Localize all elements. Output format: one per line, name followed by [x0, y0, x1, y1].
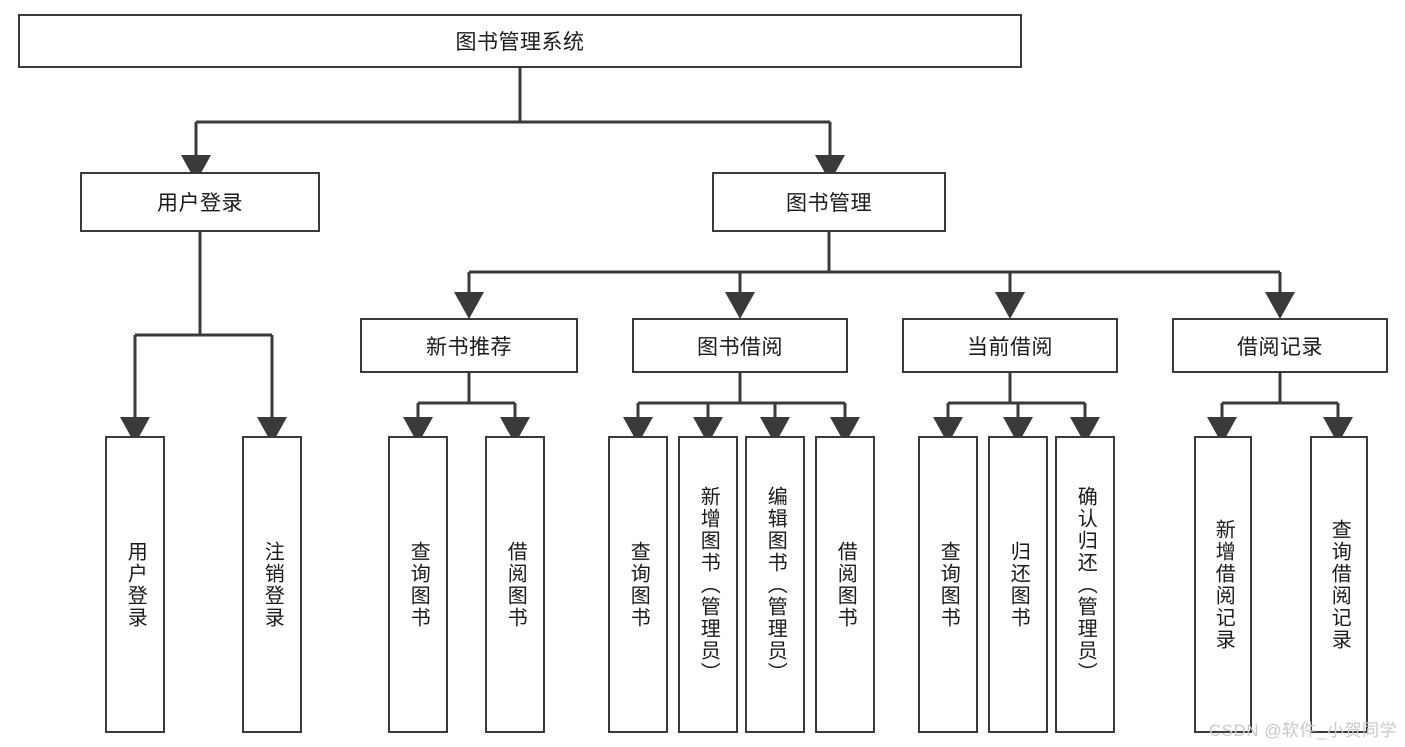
leaf-book-borrow-edit[interactable]: 编辑图书（管理员）: [745, 436, 805, 733]
leaf-label: 查询图书: [407, 540, 430, 629]
node-new-book-recommend[interactable]: 新书推荐: [360, 318, 578, 373]
leaf-current-borrow-confirm[interactable]: 确认归还（管理员）: [1055, 436, 1115, 733]
leaf-label: 借阅图书: [504, 540, 527, 629]
node-current-borrow[interactable]: 当前借阅: [902, 318, 1118, 373]
node-book-management-label: 图书管理: [786, 192, 872, 215]
leaf-label: 归还图书: [1007, 540, 1030, 629]
leaf-label: 借阅图书: [834, 540, 857, 629]
node-borrow-record[interactable]: 借阅记录: [1172, 318, 1388, 373]
leaf-label: 查询图书: [627, 540, 650, 629]
leaf-new-book-query[interactable]: 查询图书: [388, 436, 448, 733]
node-user-login[interactable]: 用户登录: [80, 172, 320, 232]
csdn-watermark: CSDN @软件_小贺同学: [1208, 721, 1397, 740]
leaf-label: 查询借阅记录: [1328, 518, 1351, 651]
node-book-borrow-label: 图书借阅: [697, 335, 783, 359]
node-root[interactable]: 图书管理系统: [18, 14, 1022, 68]
node-new-book-recommend-label: 新书推荐: [426, 335, 512, 359]
node-user-login-label: 用户登录: [157, 192, 243, 215]
leaf-user-login-login[interactable]: 用户登录: [105, 436, 165, 733]
leaf-new-book-borrow[interactable]: 借阅图书: [485, 436, 545, 733]
leaf-borrow-record-add[interactable]: 新增借阅记录: [1194, 436, 1252, 733]
leaf-book-borrow-query[interactable]: 查询图书: [608, 436, 668, 733]
leaf-label: 查询图书: [937, 540, 960, 629]
leaf-label: 用户登录: [124, 540, 147, 629]
leaf-current-borrow-return[interactable]: 归还图书: [988, 436, 1048, 733]
leaf-book-borrow-add[interactable]: 新增图书（管理员）: [678, 436, 738, 733]
node-borrow-record-label: 借阅记录: [1237, 335, 1323, 359]
leaf-current-borrow-query[interactable]: 查询图书: [918, 436, 978, 733]
leaf-label: 编辑图书（管理员）: [764, 485, 787, 684]
leaf-label: 确认归还（管理员）: [1074, 485, 1097, 684]
node-current-borrow-label: 当前借阅: [967, 335, 1053, 359]
node-book-management[interactable]: 图书管理: [712, 172, 946, 232]
leaf-book-borrow-borrow[interactable]: 借阅图书: [815, 436, 875, 733]
leaf-borrow-record-query[interactable]: 查询借阅记录: [1310, 436, 1368, 733]
leaf-label: 新增借阅记录: [1212, 518, 1235, 651]
node-book-borrow[interactable]: 图书借阅: [632, 318, 848, 373]
leaf-label: 注销登录: [261, 540, 284, 629]
leaf-user-login-logout[interactable]: 注销登录: [242, 436, 302, 733]
leaf-label: 新增图书（管理员）: [697, 485, 720, 684]
node-root-label: 图书管理系统: [455, 31, 585, 54]
